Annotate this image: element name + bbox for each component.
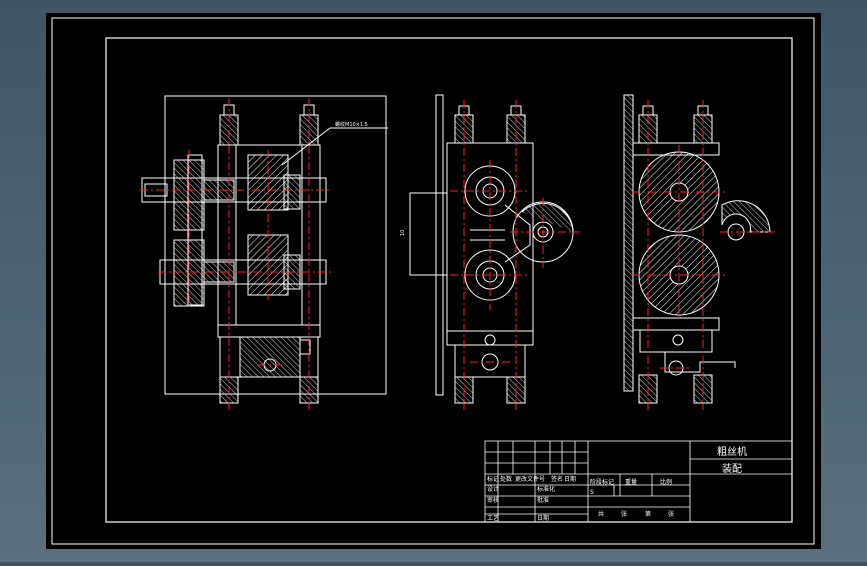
title-line-2: 装配: [722, 462, 742, 475]
tb-review: 审核: [487, 496, 499, 504]
tb-stage: 阶段标记: [590, 478, 614, 486]
tb-sheet-no-unit: 张: [668, 510, 674, 518]
tb-process: 工艺: [487, 514, 499, 522]
tb-design: 设计: [487, 485, 499, 493]
tb-sheets-total-unit: 张: [621, 510, 627, 518]
side-dimension-label: 10: [400, 230, 406, 236]
tb-stage-mark: S: [590, 489, 594, 496]
title-block: [484, 440, 793, 523]
tb-weight: 重量: [625, 478, 637, 486]
tb-sheets-total: 共: [598, 510, 604, 518]
callout-label: 螺纹M10×1.5: [335, 121, 368, 128]
side-view-centerlines: [450, 100, 580, 410]
outer-border: [51, 17, 815, 545]
tb-date-2: 日期: [537, 514, 549, 522]
tb-approve: 批准: [537, 496, 549, 504]
rear-view-centerlines: [632, 100, 775, 410]
tb-signature: 签名: [551, 475, 563, 483]
front-view-centerlines: [140, 98, 332, 410]
tb-change-doc: 更改文件号: [515, 475, 545, 483]
title-block-text: 粗丝机 装配 标记 处数 更改文件号 签名 日期 设计 标准化 阶段标记 重量 …: [487, 445, 747, 522]
tb-count: 处数: [500, 475, 512, 483]
inner-border: [105, 37, 793, 523]
tb-scale: 比例: [660, 478, 672, 486]
tb-mark: 标记: [487, 475, 499, 483]
tb-standard: 标准化: [537, 485, 555, 493]
tb-date: 日期: [564, 475, 576, 483]
tb-sheet-no: 第: [645, 510, 651, 518]
title-line-1: 粗丝机: [717, 445, 747, 458]
